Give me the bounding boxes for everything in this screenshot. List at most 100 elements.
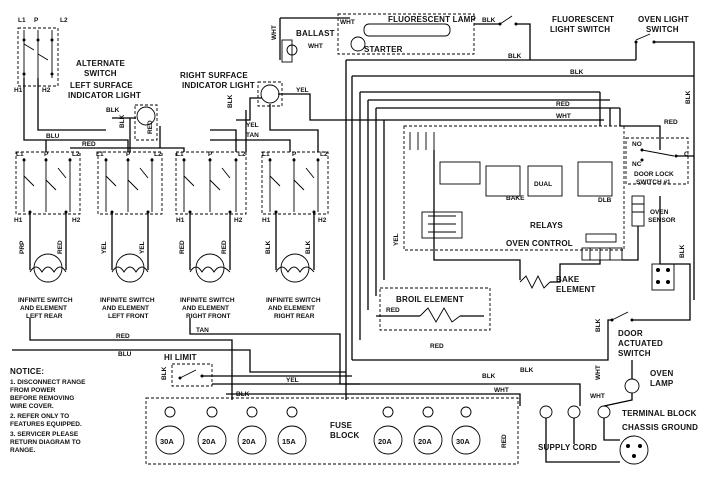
svg-text:L1: L1 <box>96 151 104 158</box>
svg-text:P: P <box>126 151 131 158</box>
alt-term-h1: H1 <box>14 87 23 94</box>
svg-text:BEFORE REMOVING: BEFORE REMOVING <box>10 395 74 402</box>
svg-text:P: P <box>292 151 297 158</box>
fluorescent-lamp-label: FLUORESCENT LAMP <box>388 15 477 24</box>
svg-text:RED: RED <box>386 307 400 314</box>
svg-text:20A: 20A <box>242 437 256 446</box>
svg-text:H1: H1 <box>176 217 185 224</box>
svg-text:RED: RED <box>57 240 64 254</box>
svg-text:P: P <box>208 151 213 158</box>
upper-wiring: BLU RED <box>23 78 328 152</box>
svg-text:15A: 15A <box>282 437 296 446</box>
svg-text:RED: RED <box>501 434 508 448</box>
svg-text:RED: RED <box>82 141 96 148</box>
right-indicator-label-2: INDICATOR LIGHT <box>182 81 255 90</box>
oven-sensor: OVEN SENSOR BLK <box>622 195 691 300</box>
terminal-block: TERMINAL BLOCK CHASSIS GROUND SUPPLY COR… <box>538 393 698 465</box>
wire-blk-label: BLK <box>106 107 120 114</box>
oven-light-switch-label-2: SWITCH <box>646 25 679 34</box>
svg-text:PRP: PRP <box>19 240 26 254</box>
svg-text:YEL: YEL <box>393 233 400 246</box>
svg-text:WHT: WHT <box>340 19 355 26</box>
svg-text:WHT: WHT <box>308 43 323 50</box>
fluorescent-switch-label-2: LIGHT SWITCH <box>550 25 610 34</box>
svg-text:NO: NO <box>632 141 642 148</box>
svg-text:BLK: BLK <box>161 366 168 380</box>
svg-text:BAKE: BAKE <box>556 275 580 284</box>
svg-text:L2: L2 <box>320 151 328 158</box>
svg-text:RED: RED <box>147 120 154 134</box>
svg-text:FUSE: FUSE <box>330 421 353 430</box>
fuse-block: 30A 20A 20A 15A FUSE BLOCK 20A 20A 30A R… <box>145 397 519 465</box>
svg-text:SUPPLY CORD: SUPPLY CORD <box>538 443 597 452</box>
svg-text:WHT: WHT <box>595 365 602 380</box>
svg-text:TERMINAL BLOCK: TERMINAL BLOCK <box>622 409 697 418</box>
bus-wires: BLK BLK RED WHT <box>328 53 694 400</box>
svg-text:3. SERVICER PLEASE: 3. SERVICER PLEASE <box>10 431 79 438</box>
oven-light-switch-label-1: OVEN LIGHT <box>638 15 689 24</box>
dual-relay-label: DUAL <box>534 181 552 188</box>
infinite-switch-right-front: L1 P L2 H1 H2 RED RED INFINITE SWITCH AN… <box>175 151 247 320</box>
svg-text:H2: H2 <box>234 217 243 224</box>
svg-text:LEFT REAR: LEFT REAR <box>26 313 63 320</box>
svg-text:WHT: WHT <box>494 387 509 394</box>
svg-text:INFINITE SWITCH: INFINITE SWITCH <box>18 297 73 304</box>
svg-text:20A: 20A <box>202 437 216 446</box>
alternate-switch: L1 P L2 H1 H2 ALTERNATE SWITCH LEFT SURF… <box>14 17 141 100</box>
alt-term-h2: H2 <box>42 87 51 94</box>
svg-text:RED: RED <box>556 101 570 108</box>
alt-term-l1: L1 <box>18 17 26 24</box>
svg-text:BROIL ELEMENT: BROIL ELEMENT <box>396 295 464 304</box>
svg-text:DOOR LOCK: DOOR LOCK <box>634 171 674 178</box>
lower-wiring: RED BLU TAN YEL BLK BLK WHT <box>12 318 581 406</box>
svg-text:RED: RED <box>179 240 186 254</box>
svg-text:RED: RED <box>430 343 444 350</box>
svg-text:RED: RED <box>221 240 228 254</box>
svg-text:BLK: BLK <box>520 367 534 374</box>
svg-text:LEFT FRONT: LEFT FRONT <box>108 313 148 320</box>
alt-switch-label-1: ALTERNATE <box>76 59 126 68</box>
svg-text:BLU: BLU <box>46 133 60 140</box>
svg-text:YEL: YEL <box>296 87 309 94</box>
bake-relay-label: BAKE <box>506 195 525 202</box>
svg-text:WHT: WHT <box>590 393 605 400</box>
fuse-4: 15A <box>277 406 307 455</box>
svg-text:HI LIMIT: HI LIMIT <box>164 353 197 362</box>
svg-text:BLK: BLK <box>570 69 584 76</box>
svg-text:RETURN DIAGRAM TO: RETURN DIAGRAM TO <box>10 439 81 446</box>
svg-text:AND ELEMENT: AND ELEMENT <box>268 305 315 312</box>
svg-text:BLK: BLK <box>265 240 272 254</box>
svg-text:ELEMENT: ELEMENT <box>556 285 596 294</box>
svg-text:YEL: YEL <box>286 377 299 384</box>
svg-text:L1: L1 <box>176 151 184 158</box>
svg-text:AND ELEMENT: AND ELEMENT <box>182 305 229 312</box>
fuse-5: 20A <box>373 406 403 455</box>
fuse-3: 20A <box>237 406 267 455</box>
svg-text:LAMP: LAMP <box>650 379 674 388</box>
svg-text:DOOR: DOOR <box>618 329 643 338</box>
svg-text:INFINITE SWITCH: INFINITE SWITCH <box>180 297 235 304</box>
door-actuated-switch: BLK DOOR ACTUATED SWITCH RED OVEN LAMP W… <box>352 300 691 394</box>
svg-text:RED: RED <box>664 119 678 126</box>
svg-text:RANGE.: RANGE. <box>10 447 35 454</box>
svg-text:20A: 20A <box>418 437 432 446</box>
svg-text:L2: L2 <box>154 151 162 158</box>
svg-text:L1: L1 <box>262 151 270 158</box>
svg-text:RED: RED <box>116 333 130 340</box>
svg-text:H1: H1 <box>14 217 23 224</box>
svg-text:L2: L2 <box>238 151 246 158</box>
svg-text:2. REFER ONLY TO: 2. REFER ONLY TO <box>10 413 69 420</box>
svg-text:WHT: WHT <box>271 25 278 40</box>
door-lock-switch: NO NC C DOOR LOCK SWITCH #1 RED <box>620 119 694 186</box>
svg-text:P: P <box>44 151 49 158</box>
svg-text:H2: H2 <box>72 217 81 224</box>
dlb-relay-label: DLB <box>598 197 612 204</box>
left-indicator-label-1: LEFT SURFACE <box>70 81 133 90</box>
relays-label: RELAYS <box>530 221 563 230</box>
svg-text:SWITCH #1: SWITCH #1 <box>636 179 671 186</box>
svg-text:FROM POWER: FROM POWER <box>10 387 56 394</box>
svg-text:30A: 30A <box>456 437 470 446</box>
svg-text:L1: L1 <box>16 151 24 158</box>
